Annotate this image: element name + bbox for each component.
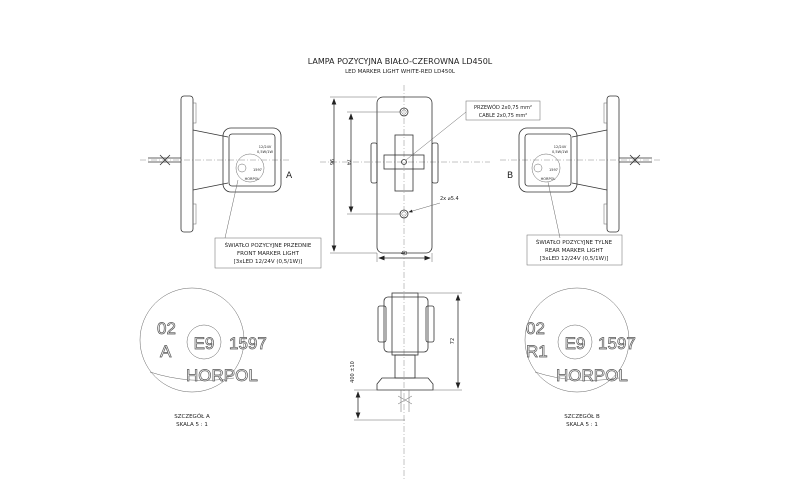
detail-a: 02 A E9 1597 HORPOL SZCZEGÓŁ A SKALA 5 :… [139, 287, 267, 428]
dim-holes: 2x ⌀5.4 [440, 196, 459, 202]
detail-a-brand: HORPOL [186, 366, 258, 385]
left-side-view: 12/24V 0,5W/1W 1597 HORPOL A [140, 95, 293, 239]
front-label-line1: ŚWIATŁO POZYCYJNE PRZEDNIE [225, 242, 312, 249]
dim-hole-spacing: 74 [345, 159, 351, 165]
detail-a-mark: E9 [194, 334, 215, 353]
dim-depth: 72 [450, 338, 456, 344]
dim-width: 40 [401, 251, 407, 257]
detail-b: 02 R1 E9 1597 HORPOL SZCZEGÓŁ B SKALA 5 … [524, 287, 636, 428]
dim-height-total: 96 [328, 159, 334, 165]
detail-a-num: 02 [157, 319, 176, 338]
detail-b-code: 1597 [598, 334, 636, 353]
cable-label-en: CABLE 2x0,75 mm² [479, 113, 527, 119]
lamp-code-b: 1597 [549, 168, 558, 172]
detail-b-scale: SKALA 5 : 1 [566, 422, 598, 428]
front-label-line3: [3xLED 12/24V (0,5/1W)] [234, 259, 303, 265]
detail-a-caption: SZCZEGÓŁ A [174, 413, 210, 420]
front-view: 96 74 40 2x ⌀5.4 PRZEWÓD 2x0,75 mm² CABL… [320, 85, 541, 480]
detail-b-class: R1 [526, 342, 548, 361]
detail-a-scale: SKALA 5 : 1 [176, 422, 208, 428]
rear-label-line1: ŚWIATŁO POZYCYJNE TYLNE [536, 239, 613, 246]
detail-b-mark: E9 [565, 334, 586, 353]
rear-label-line3: [3xLED 12/24V (0,5/1W)] [540, 256, 609, 262]
lamp-power-b: 0,5W/1W [552, 150, 568, 154]
front-label-line2: FRONT MARKER LIGHT [237, 251, 300, 257]
view-marker-b: B [507, 171, 513, 181]
cable-label-pl: PRZEWÓD 2x0,75 mm² [474, 104, 532, 111]
lamp-voltage-a: 12/24V [259, 145, 272, 149]
view-marker-a: A [286, 171, 293, 181]
detail-b-num: 02 [526, 319, 545, 338]
drawing-subtitle: LED MARKER LIGHT WHITE-RED LD450L [345, 69, 456, 75]
lamp-brand-b: HORPOL [541, 177, 556, 181]
lamp-code-a: 1597 [253, 168, 262, 172]
detail-b-caption: SZCZEGÓŁ B [564, 413, 600, 420]
front-label-box: ŚWIATŁO POZYCYJNE PRZEDNIE FRONT MARKER … [214, 237, 322, 269]
detail-b-brand: HORPOL [556, 366, 628, 385]
rear-label-box: ŚWIATŁO POZYCYJNE TYLNE REAR MARKER LIGH… [526, 234, 623, 266]
lamp-power-a: 0,5W/1W [257, 150, 273, 154]
detail-a-code: 1597 [229, 334, 267, 353]
rear-label-line2: REAR MARKER LIGHT [545, 248, 604, 254]
lamp-voltage-b: 12/24V [554, 145, 567, 149]
right-side-view: 12/24V 0,5W/1W 1597 HORPOL B [500, 95, 660, 239]
drawing-title: LAMPA POZYCYJNA BIAŁO-CZEROWNA LD450L [308, 57, 493, 66]
dim-cable-length: 400 ±10 [350, 361, 356, 383]
detail-a-class: A [160, 342, 172, 361]
lamp-brand-a: HORPOL [245, 177, 260, 181]
bottom-view: 72 400 ±10 [350, 292, 462, 421]
